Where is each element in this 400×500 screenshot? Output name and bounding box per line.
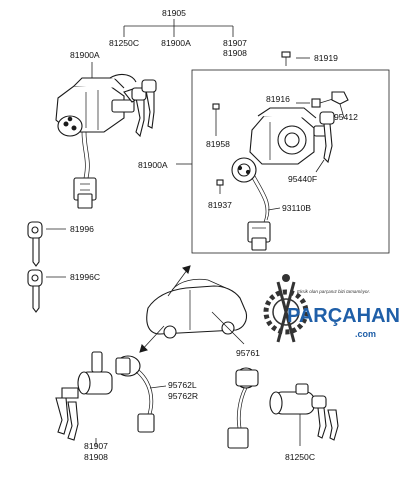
label-81900a-left: 81900A: [70, 50, 100, 60]
car-outline: [139, 265, 248, 353]
watermark-logo: PARÇAHANI .com Eksik olan parçanız bizi …: [263, 274, 400, 343]
label-81900a-mid: 81900A: [138, 160, 168, 170]
label-95762l: 95762L: [168, 380, 197, 390]
label-81958: 81958: [206, 139, 230, 149]
key-81996: [27, 221, 66, 267]
screw-81958: [212, 103, 220, 136]
label-81908-top: 81908: [223, 48, 247, 58]
label-81900a-top: 81900A: [161, 38, 191, 48]
label-81905: 81905: [162, 8, 186, 18]
label-81919: 81919: [314, 53, 338, 63]
bolt-81916: [296, 91, 349, 119]
door-lock-set-left: [55, 351, 167, 441]
label-81908-bottom: 81908: [84, 452, 108, 462]
watermark-domain: .com: [355, 329, 376, 339]
label-81907-top: 81907: [223, 38, 247, 48]
label-95762r: 95762R: [168, 391, 198, 401]
label-81996: 81996: [70, 224, 94, 234]
label-81907-bottom: 81907: [84, 441, 108, 451]
gear-wrench-logo-icon: [263, 274, 309, 343]
label-81937: 81937: [208, 200, 232, 210]
switch-93110b: [231, 157, 281, 251]
label-95412: 95412: [334, 112, 358, 122]
watermark-brand: PARÇAHANI: [287, 305, 400, 327]
lock-cylinder-detail: [249, 107, 335, 173]
label-81250c-bottom: 81250C: [285, 452, 315, 462]
label-81250c-top: 81250C: [109, 38, 139, 48]
screw-81919: [281, 51, 310, 66]
detail-box: [191, 69, 390, 254]
screw-81937: [216, 179, 224, 194]
label-81916: 81916: [266, 94, 290, 104]
label-81996c: 81996C: [70, 272, 100, 282]
label-95440f: 95440F: [288, 174, 317, 184]
key-81996c: [27, 269, 66, 313]
callout-tree: [123, 19, 234, 37]
label-93110b: 93110B: [282, 203, 311, 213]
door-lock-set-right: [227, 367, 339, 449]
ignition-lock-assembly-left: [55, 62, 157, 209]
watermark-tagline: Eksik olan parçanız bizi tamamlıyor.: [297, 289, 370, 294]
label-95761: 95761: [236, 348, 260, 358]
